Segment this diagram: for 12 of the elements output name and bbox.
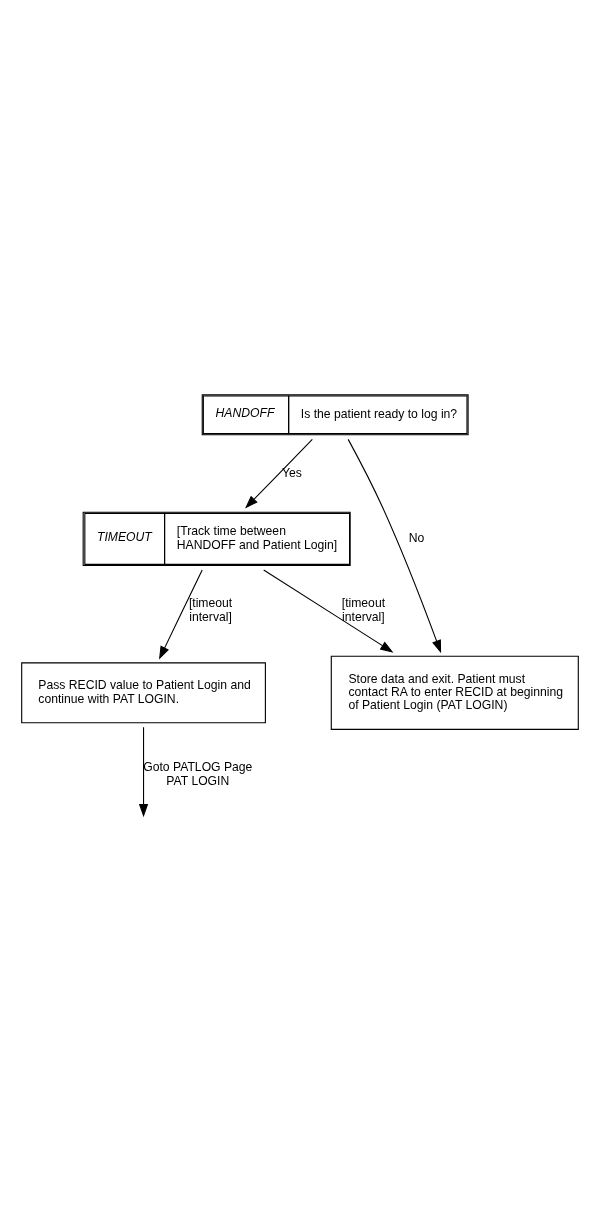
edge-label: Yes [282,465,302,480]
edge-label: [timeout interval] [188,596,233,624]
edge-label: No [408,530,425,545]
node-box: Pass RECID value to Patient Login and continue with PAT LOGIN. [21,662,266,724]
arrow [263,569,394,653]
arrow [347,438,442,654]
arrow [138,726,149,818]
arrow [159,569,203,660]
edge-label: [timeout interval] [341,596,386,624]
node-box: Store data and exit. Patient must contact RA to enter RECID at beginning of Patient Login (PAT LOGIN) [330,655,579,730]
edge-label: Goto PATLOG Page PAT LOGIN [143,760,253,788]
arrow [245,438,313,509]
